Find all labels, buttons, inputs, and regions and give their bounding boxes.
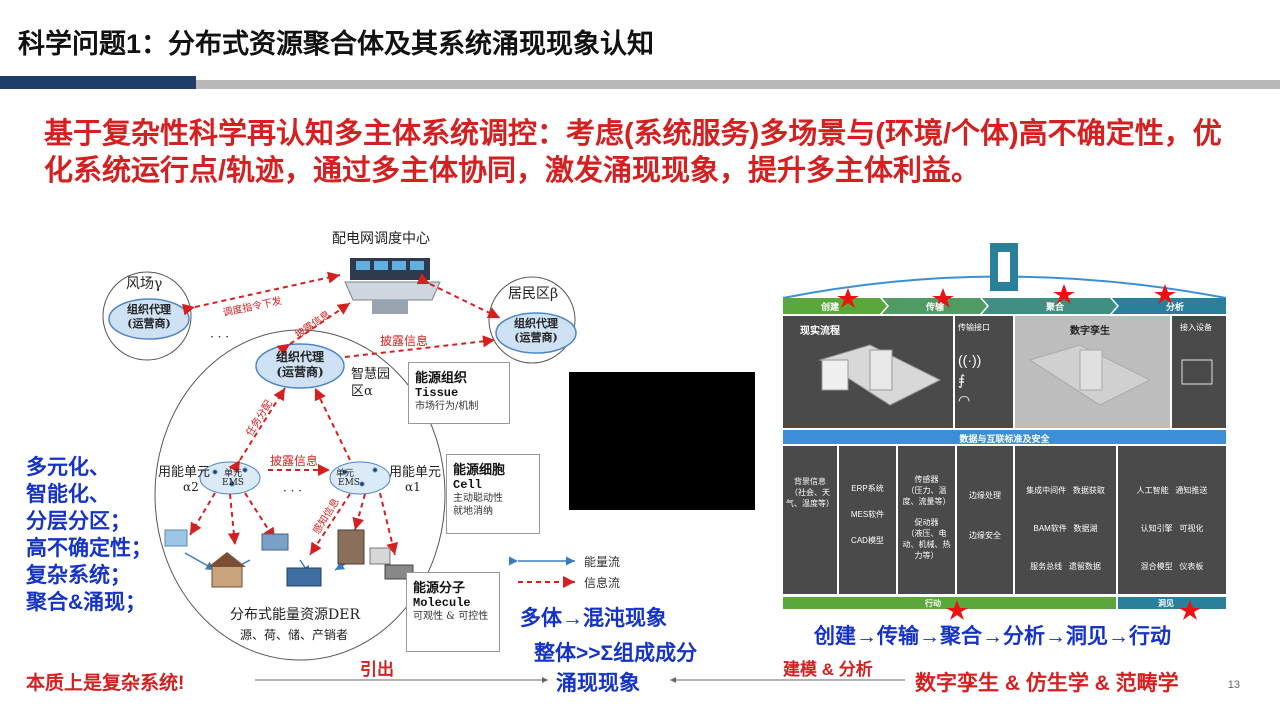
twin-text: 数字孪生 & 仿生学 & 范畴学 xyxy=(915,672,1179,695)
stage-action: 行动 xyxy=(925,599,941,608)
feature-item: 复杂系统； xyxy=(26,564,131,587)
cell-access-device: 接入设备 xyxy=(1180,323,1212,332)
ems-left-label: EMS xyxy=(222,478,244,488)
ellipsis-top: · · · xyxy=(210,330,230,344)
disclose-info-label-2: 披露信息 xyxy=(380,334,429,348)
cell-cn: 能源细胞 xyxy=(453,463,506,478)
agent-label-residential: 组织代理(运营商) xyxy=(514,317,558,344)
agent-cloud-wind xyxy=(108,298,190,340)
legend-energy-flow: 能量流 xyxy=(584,555,621,569)
title-underline-accent xyxy=(0,76,196,89)
pipeline-text: 创建→传输→聚合→分析→洞见→行动 xyxy=(814,625,1171,648)
essence-text: 本质上是复杂系统! xyxy=(26,673,185,694)
molecule-en: Molecule xyxy=(413,596,471,610)
page-number: 13 xyxy=(1227,679,1240,691)
wind-farm-label: 风场γ xyxy=(126,276,163,292)
star-markers xyxy=(837,284,1201,620)
feature-list: 多元化、 智能化、 分层分区； 高不确定性； 复杂系统； 聚合&涌现； xyxy=(26,454,152,616)
digital-twin-illustration xyxy=(1028,344,1152,406)
whole-sum-text: 整体>>Σ组成成分 xyxy=(534,642,698,665)
many-body-text: 多体→混沌现象 xyxy=(520,607,667,630)
cell-analytics: 人工智能 通知推送 认知引擎 可视化 混合模型 仪表板 xyxy=(1136,486,1208,571)
tissue-en: Tissue xyxy=(415,386,459,400)
cell-integration: 集成中间件 数据获取 BAM软件 数据湖 服务总线 遗留数据 xyxy=(1026,486,1105,571)
agent-cloud-residential xyxy=(495,312,577,354)
cell-transmit-interface: 传输接口 xyxy=(958,323,990,332)
feature-item: 分层分区； xyxy=(26,510,131,533)
feature-item: 多元化、 xyxy=(26,456,110,479)
residential-label: 居民区β xyxy=(508,286,559,302)
legend-info-flow: 信息流 xyxy=(584,576,621,590)
der-icons xyxy=(164,529,414,588)
ems-right-label: EMS xyxy=(338,478,360,488)
stage-analyze: 分析 xyxy=(1165,302,1184,312)
control-center-icon xyxy=(344,258,441,314)
cell-desc-1: 主动聪动性 xyxy=(453,493,503,504)
video-placeholder xyxy=(569,372,755,510)
cell-desc-2: 就地消纳 xyxy=(453,506,493,517)
molecule-desc: 可观性 & 可控性 xyxy=(413,611,489,622)
unit-left-sub: α2 xyxy=(183,480,199,494)
molecule-cn: 能源分子 xyxy=(413,581,466,596)
unit-left-label: 用能单元 xyxy=(158,465,211,480)
tissue-box: 能源组织 Tissue 市场行为/机制 xyxy=(408,362,510,424)
control-center-label: 配电网调度中心 xyxy=(332,231,430,247)
feature-item: 聚合&涌现； xyxy=(26,591,147,614)
unit-right-label: 用能单元 xyxy=(389,465,442,480)
residential-boundary xyxy=(488,276,576,364)
headline-statement: 基于复杂性科学再认知多主体系统调控：考虑(系统服务)多场景与(环境/个体)高不确… xyxy=(44,118,1222,187)
ems-left-unit: 单元 xyxy=(224,469,243,479)
agent-label-wind: 组织代理(运营商) xyxy=(127,303,171,330)
tissue-cn: 能源组织 xyxy=(415,371,468,386)
lead-out-text: 引出 xyxy=(360,660,394,679)
tissue-desc: 市场行为/机制 xyxy=(415,401,479,412)
emergence-text: 涌现现象 xyxy=(556,672,640,695)
molecule-box: 能源分子 Molecule 可观性 & 可控性 xyxy=(406,572,500,652)
modeling-text: 建模 & 分析 xyxy=(783,660,873,679)
transmit-icons: ((·)) ⨎ ◠ xyxy=(958,350,981,410)
cell-en: Cell xyxy=(453,478,482,492)
der-title: 分布式能量资源DER xyxy=(230,607,360,623)
disclose-info-label-3: 披露信息 xyxy=(270,454,319,468)
park-label: 智慧园区α xyxy=(351,367,391,399)
cell-enterprise-systems: ERP系统 MES软件 CAD模型 xyxy=(850,484,885,545)
stage-insight: 洞见 xyxy=(1158,599,1174,608)
standards-bar-label: 数据与互联标准及安全 xyxy=(959,434,1050,444)
network-icon: ⨎ xyxy=(958,372,966,388)
antenna-icon: ((·)) xyxy=(958,352,982,368)
cell-real-process: 现实流程 xyxy=(800,326,840,337)
ellipsis-mid: · · · xyxy=(283,484,303,498)
real-process-illustration xyxy=(818,344,942,406)
stage-create: 创建 xyxy=(820,302,839,312)
stage-aggregate: 聚合 xyxy=(1045,302,1064,312)
wind-farm-boundary xyxy=(102,271,192,361)
cell-sensors-actuators: 传感器 （压力、温度、流量等） 促动器 （液压、电动、机械、热力等） xyxy=(902,475,951,560)
title-underline xyxy=(196,80,1280,89)
ems-right-unit: 单元 xyxy=(336,469,355,479)
unit-right-sub: α1 xyxy=(405,480,421,494)
page-title: 科学问题1：分布式资源聚合体及其系统涌现现象认知 xyxy=(18,29,655,59)
wifi-icon: ◠ xyxy=(958,392,971,408)
stage-transmit: 传输 xyxy=(925,302,944,312)
cell-edge: 边缘处理 边缘安全 xyxy=(969,491,1001,540)
cell-box: 能源细胞 Cell 主动聪动性 就地消纳 xyxy=(446,454,540,534)
feature-item: 智能化、 xyxy=(26,483,110,506)
cell-digital-twin: 数字孪生 xyxy=(1070,326,1110,337)
der-subtitle: 源、荷、储、产销者 xyxy=(240,628,349,642)
cell-background-info: 背景信息 （社会、天气、温度等） xyxy=(786,477,834,508)
feature-item: 高不确定性； xyxy=(26,537,152,560)
agent-label-park: 组织代理(运营商) xyxy=(275,350,324,379)
